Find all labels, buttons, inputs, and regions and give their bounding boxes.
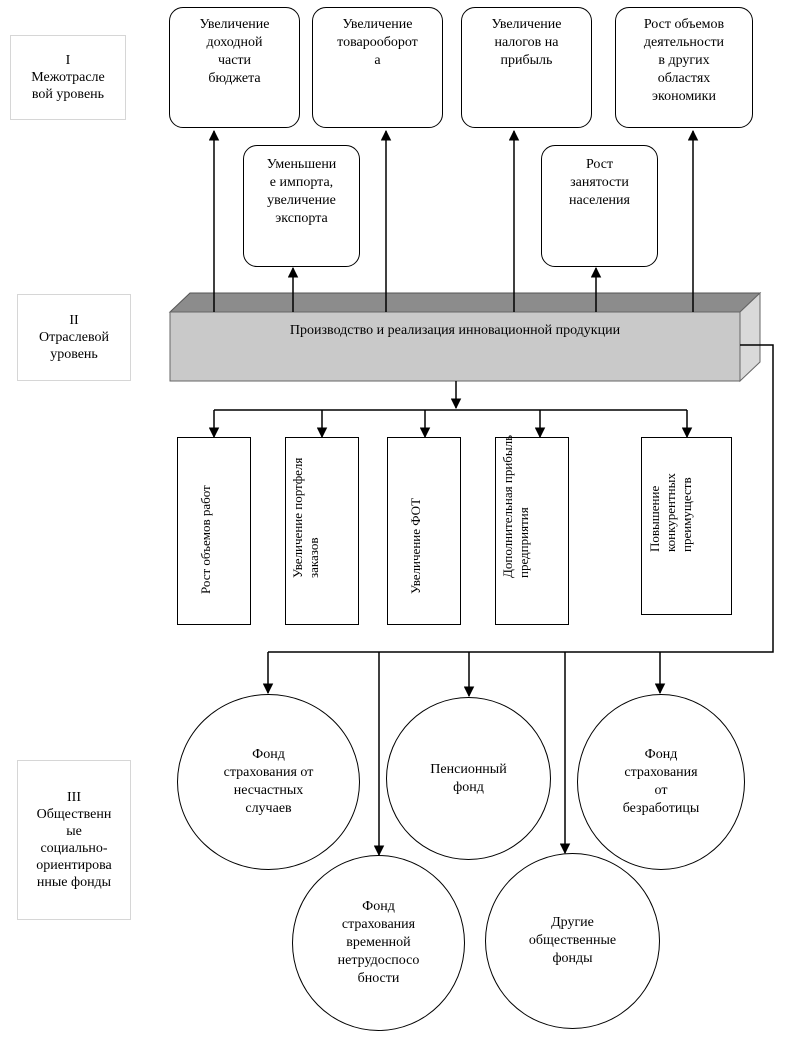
level-1-label: I Межотрасле вой уровень [10, 35, 126, 120]
box-employment: Рост занятости населения [541, 145, 658, 267]
fund-other-public: Другие общественные фонды [485, 853, 660, 1029]
box-line: прибыль [500, 53, 553, 68]
fund-line: фонды [552, 951, 593, 966]
level-3-line: ориентирова [36, 858, 112, 873]
vbox-text: Дополнительная прибыль предприятия [500, 434, 531, 578]
vbox-text: Увеличение ФОТ [408, 497, 423, 594]
vbox-text: Повышение конкурентных преимуществ [646, 473, 694, 552]
level-2-line: Отраслевой [38, 330, 110, 345]
fund-line: общественные [528, 933, 617, 948]
fund-line: фонд [453, 779, 484, 795]
box-line: экономики [652, 89, 716, 104]
vbox-work-growth: Рост объемов работ [177, 437, 251, 625]
box-line: е импорта, [269, 175, 334, 190]
box-line: доходной [206, 35, 263, 50]
level-2-numeral: II [69, 313, 79, 328]
fund-line: Другие [551, 915, 594, 930]
box-line: увеличение [267, 193, 336, 208]
vbox-text: Увеличение портфеля заказов [290, 457, 321, 578]
level-2-line: уровень [50, 347, 98, 362]
fund-line: Фонд [252, 747, 285, 762]
fund-line: бности [357, 971, 400, 986]
box-line: областях [657, 71, 711, 86]
level-3-line: ые [66, 824, 82, 839]
vbox-order-portfolio: Увеличение портфеля заказов [285, 437, 359, 625]
box-line: Увеличение [491, 17, 562, 32]
fund-line: случаев [245, 801, 292, 816]
box-line: Увеличение [342, 17, 413, 32]
level-1-numeral: I [65, 53, 71, 68]
fund-line: страхования [624, 765, 698, 780]
level-2-label: II Отраслевой уровень [17, 294, 131, 381]
box-line: населения [569, 193, 630, 208]
fund-line: страхования [341, 917, 416, 932]
fund-line: временной [346, 935, 411, 950]
box-import-export: Уменьшени е импорта, увеличение экспорта [243, 145, 360, 267]
box-other-areas-growth: Рост объемов деятельности в других облас… [615, 7, 753, 128]
box-line: Рост [585, 157, 614, 172]
fund-line: Фонд [362, 899, 395, 914]
fund-line: страхования от [223, 765, 314, 780]
box-line: а [374, 53, 381, 68]
box-budget-income: Увеличение доходной части бюджета [169, 7, 300, 128]
fund-line: Пенсионный [430, 761, 507, 777]
level-1-line: вой уровень [31, 87, 105, 102]
production-bar-top-face [168, 292, 762, 313]
box-line: Рост объемов [643, 17, 725, 32]
funds-feed-line [268, 344, 774, 653]
box-line: занятости [570, 175, 629, 190]
vbox-extra-profit: Дополнительная прибыль предприятия [495, 435, 569, 625]
box-line: деятельности [643, 35, 725, 50]
fund-pension: Пенсионный фонд [386, 697, 551, 860]
fund-accident-insurance: Фонд страхования от несчастных случаев [177, 694, 360, 870]
box-line: налогов на [494, 35, 559, 50]
production-bar-front-face [169, 311, 741, 382]
level-1-line: Межотрасле [31, 70, 105, 85]
box-line: Уменьшени [266, 157, 337, 172]
box-profit-taxes: Увеличение налогов на прибыль [461, 7, 592, 128]
vbox-competitive-advantage: Повышение конкурентных преимуществ [641, 437, 732, 615]
fund-line: безработицы [622, 801, 700, 816]
box-line: Увеличение [199, 17, 270, 32]
level-3-label: III Общественн ые социально- ориентирова… [17, 760, 131, 920]
fund-line: нетрудоспосо [337, 953, 420, 968]
box-line: части [217, 53, 252, 68]
box-line: экспорта [275, 211, 328, 226]
box-line: бюджета [208, 71, 261, 86]
level-3-line: нные фонды [36, 875, 112, 890]
fund-line: от [654, 783, 668, 798]
box-line: в других [658, 53, 710, 68]
fund-line: Фонд [644, 747, 678, 762]
level-3-line: Общественн [36, 807, 112, 822]
box-turnover: Увеличение товарооборот а [312, 7, 443, 128]
level-3-numeral: III [67, 790, 81, 805]
fund-unemployment-insurance: Фонд страхования от безработицы [577, 694, 745, 870]
fund-temporary-disability: Фонд страхования временной нетрудоспосо … [292, 855, 465, 1031]
fund-line: несчастных [233, 783, 304, 798]
level-3-line: социально- [40, 841, 108, 856]
production-label: Производство и реализация инновационной … [289, 323, 621, 338]
vbox-text: Рост объемов работ [198, 485, 213, 594]
box-line: товарооборот [337, 35, 418, 50]
vbox-payroll: Увеличение ФОТ [387, 437, 461, 625]
